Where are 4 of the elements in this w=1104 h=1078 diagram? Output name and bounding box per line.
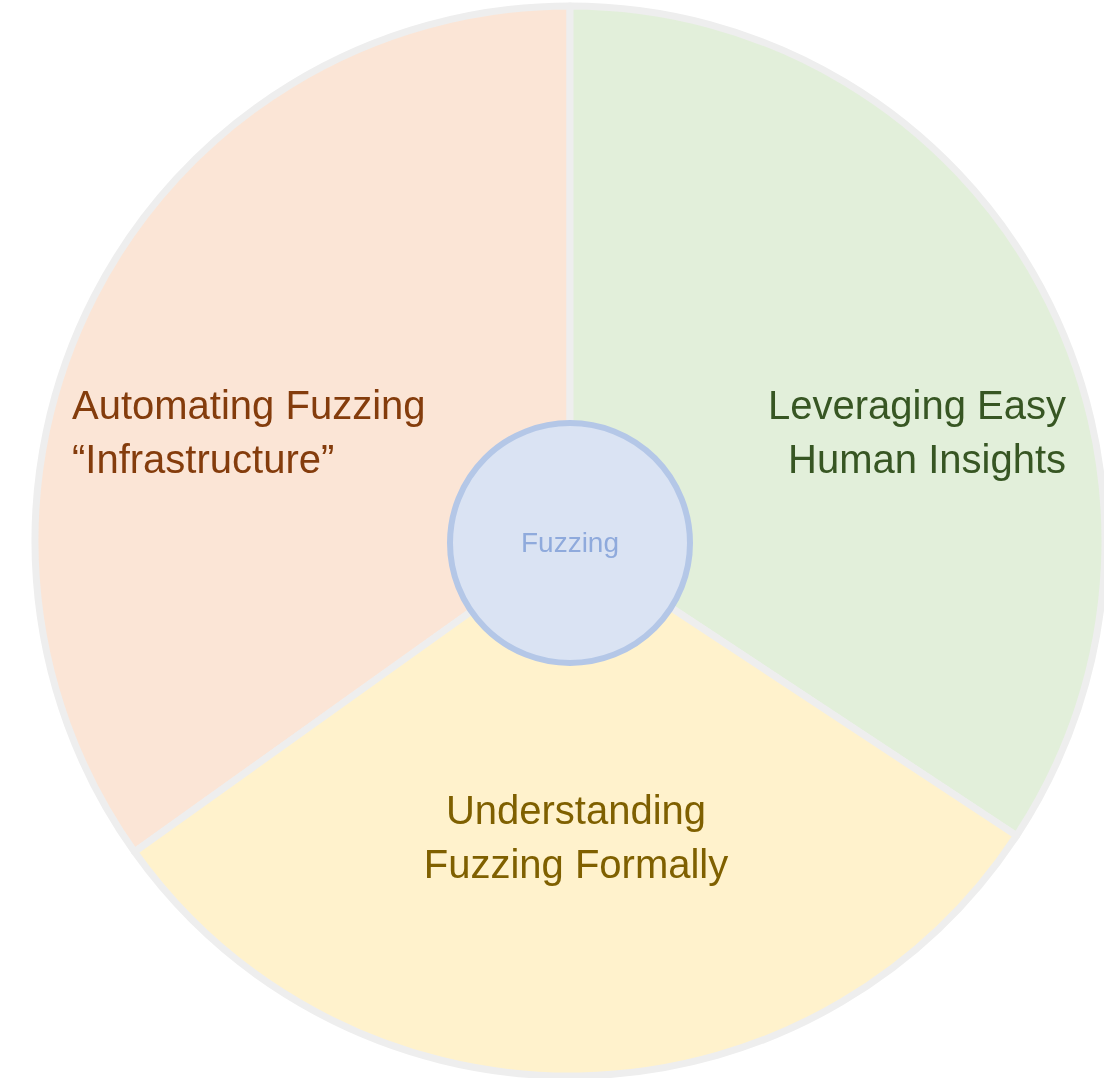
center-label: Fuzzing [520, 527, 619, 559]
segment-label: Understanding Fuzzing Formally [422, 787, 730, 888]
segment-label: Automating Fuzzing “Infrastructure” [72, 382, 427, 483]
segment-label: Leveraging Easy Human Insights [767, 382, 1066, 483]
